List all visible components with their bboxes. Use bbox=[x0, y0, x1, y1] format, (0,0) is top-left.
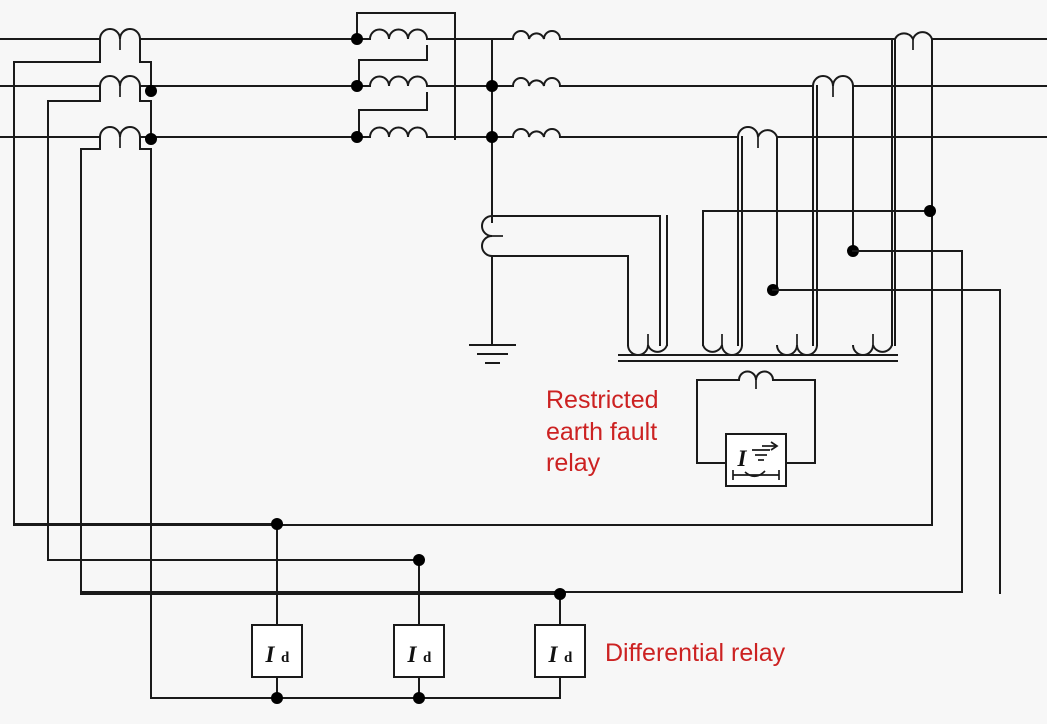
ct-right-phase3 bbox=[737, 126, 778, 346]
junction-dot bbox=[351, 131, 363, 143]
ref-annot-line-2: earth fault bbox=[546, 418, 657, 446]
junction-dot bbox=[486, 80, 498, 92]
transformer-secondary-winding-2 bbox=[512, 77, 561, 87]
differential-relay-subscript-1: d bbox=[281, 650, 290, 666]
differential-relay-subscript-3: d bbox=[564, 650, 573, 666]
differential-relay-box-2[interactable] bbox=[393, 624, 445, 678]
delta-link-3 bbox=[358, 92, 428, 140]
ref-relay-symbol: I bbox=[737, 446, 748, 471]
differential-relay-box-1[interactable] bbox=[251, 624, 303, 678]
ref-annot-line-3: relay bbox=[546, 449, 601, 477]
transformer-primary-winding-3 bbox=[369, 126, 428, 138]
junction-dot bbox=[351, 33, 363, 45]
transformer-primary-winding-1 bbox=[369, 28, 428, 40]
phase-line-group bbox=[0, 38, 1047, 138]
ref-annot-line-1: Restricted bbox=[546, 386, 659, 414]
differential-relay-symbol-1: I bbox=[265, 642, 276, 667]
power-transformer bbox=[351, 12, 561, 223]
normally-open-contact-icon bbox=[732, 470, 780, 480]
left-ct-secondary-bus bbox=[13, 61, 561, 699]
ct-right-phase2 bbox=[812, 75, 854, 346]
junction-dot bbox=[413, 554, 425, 566]
ct-left-phase3 bbox=[80, 126, 152, 150]
junction-dot bbox=[351, 80, 363, 92]
ct-neutral bbox=[481, 215, 661, 346]
junction-dot bbox=[271, 692, 283, 704]
ref-relay-element-box[interactable] bbox=[725, 433, 787, 487]
ref-ct-winding-group bbox=[627, 38, 931, 356]
differential-relay-3[interactable]: I d bbox=[534, 588, 586, 699]
ref-return-link-b bbox=[772, 289, 1001, 594]
ref-relay-coil bbox=[738, 370, 774, 381]
junction-dot bbox=[145, 85, 157, 97]
delta-link-2 bbox=[358, 45, 428, 89]
junction-dot bbox=[413, 692, 425, 704]
junction-dot bbox=[554, 588, 566, 600]
ground-icon bbox=[469, 344, 516, 364]
differential-relay-subscript-2: d bbox=[423, 650, 432, 666]
junction-dot bbox=[271, 518, 283, 530]
transformer-secondary-winding-3 bbox=[512, 128, 561, 138]
ct-right-phase1 bbox=[894, 31, 933, 526]
ref-relay[interactable]: I bbox=[696, 370, 816, 487]
junction-dot bbox=[145, 133, 157, 145]
differential-relay-symbol-3: I bbox=[548, 642, 559, 667]
transformer-primary-winding-2 bbox=[369, 75, 428, 87]
ref-busbar bbox=[618, 354, 898, 362]
junction-dot bbox=[924, 205, 936, 217]
delta-link-1 bbox=[356, 12, 456, 140]
transformer-secondary-winding-1 bbox=[512, 30, 561, 40]
ct-left-phase1 bbox=[43, 28, 152, 87]
differential-relay-box-3[interactable] bbox=[534, 624, 586, 678]
differential-relay-annotation: Differential relay bbox=[605, 639, 786, 667]
differential-relay-2[interactable]: I d bbox=[393, 554, 445, 704]
differential-relay-1[interactable]: I d bbox=[251, 518, 303, 704]
differential-relay-symbol-2: I bbox=[407, 642, 418, 667]
earth-overcurrent-arrow-icon bbox=[752, 441, 779, 461]
ref-return-link-a bbox=[80, 250, 963, 593]
ref-relay-annotation: Restricted earth fault relay bbox=[546, 386, 659, 477]
ct-left-phase2 bbox=[80, 75, 152, 138]
junction-dot bbox=[486, 131, 498, 143]
